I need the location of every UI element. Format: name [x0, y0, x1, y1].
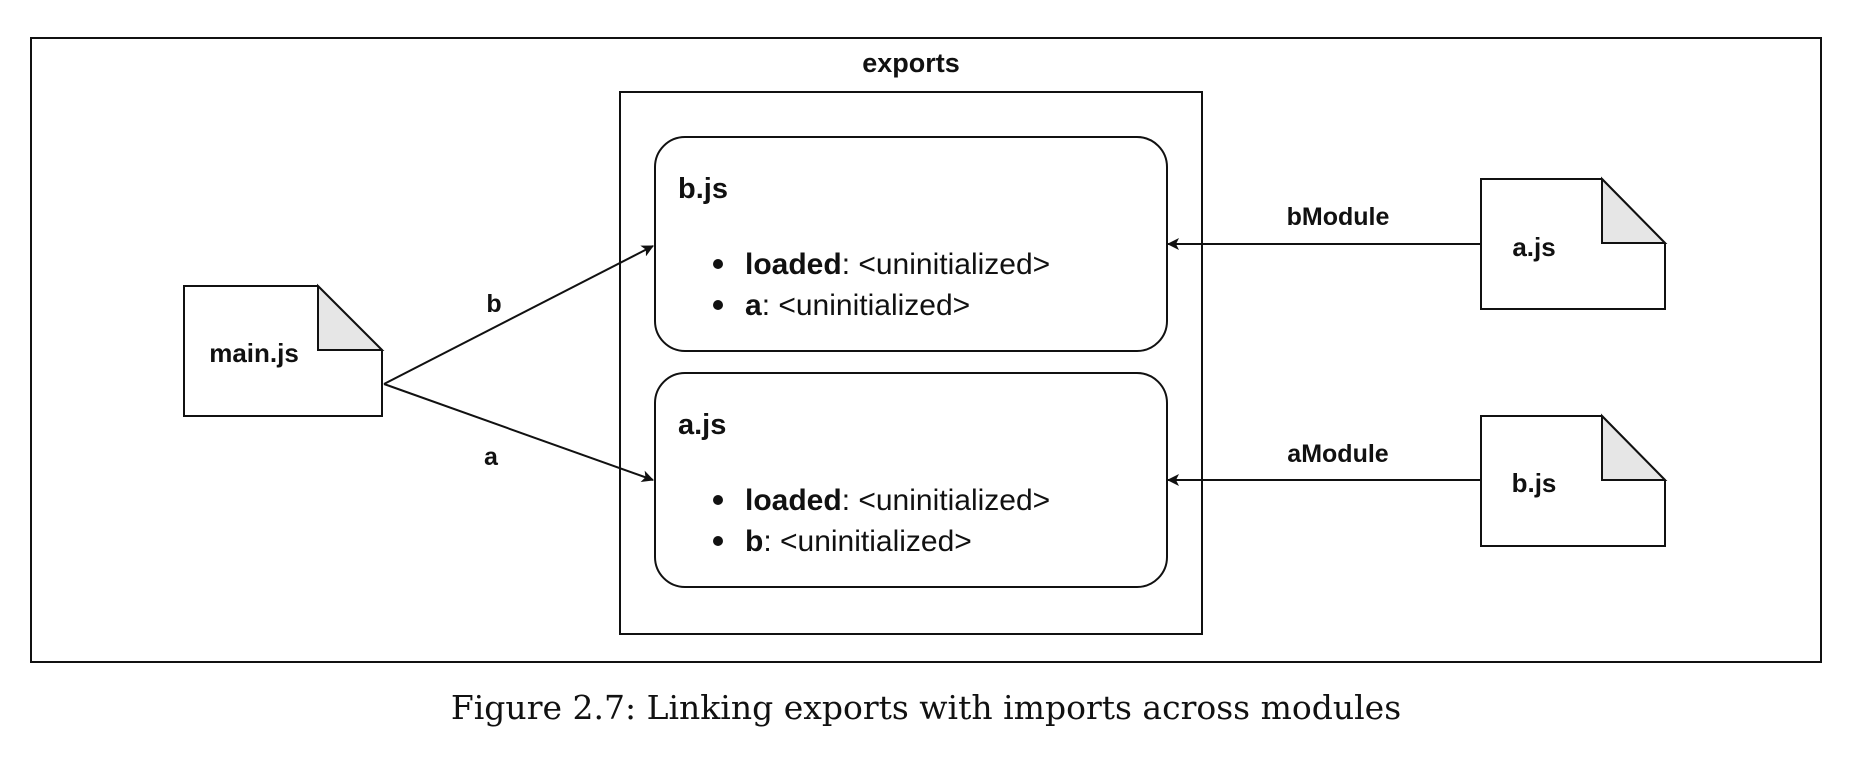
file-label-main: main.js [209, 338, 299, 368]
bullet [713, 259, 723, 269]
edge-main-to-ajs [383, 383, 654, 482]
bullet [713, 536, 723, 546]
edge-label-bModule: bModule [1287, 203, 1390, 231]
edge-label-a: a [484, 443, 499, 471]
edge-label-aModule: aModule [1287, 440, 1388, 468]
outer-frame [30, 37, 1822, 663]
figure-caption: Figure 2.7: Linking exports with imports… [450, 688, 1402, 727]
file-fold-main [317, 283, 385, 351]
bullet [713, 300, 723, 310]
edge-label-b: b [486, 290, 501, 318]
module-title-bjs: b.js [678, 173, 728, 205]
bullet [713, 495, 723, 505]
file-label-right-bottom: b.js [1512, 468, 1557, 498]
exports-label: exports [862, 48, 960, 78]
file-fold-right-bottom [1601, 413, 1668, 481]
module-item-bjs-a: a: <uninitialized> [745, 289, 970, 322]
module-item-bjs-loaded: loaded: <uninitialized> [745, 248, 1050, 281]
module-item-ajs-b: b: <uninitialized> [745, 525, 972, 558]
module-linking-diagram: exports b.js loaded: <uninitialized> a: … [30, 37, 1822, 663]
file-fold-right-top [1601, 176, 1668, 244]
file-label-right-top: a.js [1512, 232, 1555, 262]
edge-main-to-bjs [383, 245, 654, 385]
module-title-ajs: a.js [678, 409, 726, 441]
module-item-ajs-loaded: loaded: <uninitialized> [745, 484, 1050, 517]
